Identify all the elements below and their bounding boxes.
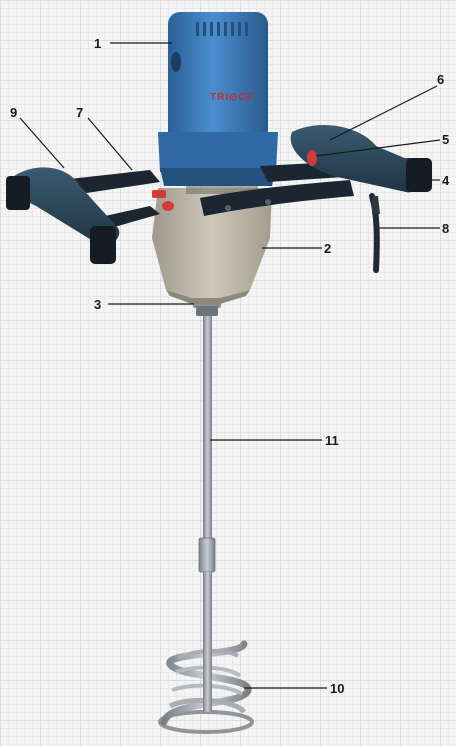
power-cord [369,193,380,273]
callout-label-6: 6 [437,72,444,87]
left-grip [6,167,120,264]
motor-housing: TRI⊙CF [158,12,278,186]
mixing-shaft [198,316,216,712]
callout-label-3: 3 [94,297,101,312]
callout-label-9: 9 [10,105,17,120]
right-grip [290,124,432,193]
callout-label-2: 2 [324,241,331,256]
callout-label-5: 5 [442,132,449,147]
callout-label-10: 10 [330,681,344,696]
brand-logo: TRI⊙CF [210,92,254,103]
leader-line-9 [19,117,65,169]
leader-line-5 [315,139,441,157]
callout-label-8: 8 [442,221,449,236]
switch-buttons [152,150,317,211]
mixing-paddle [158,640,254,734]
callout-label-1: 1 [94,36,101,51]
callout-labels: 1 2 3 4 5 6 7 8 9 10 11 [10,36,450,696]
callout-label-11: 11 [325,433,339,448]
callout-label-7: 7 [76,105,83,120]
callout-label-4: 4 [442,173,450,188]
leader-lines [19,42,441,689]
leader-line-6 [329,85,438,141]
leader-line-7 [87,117,133,171]
